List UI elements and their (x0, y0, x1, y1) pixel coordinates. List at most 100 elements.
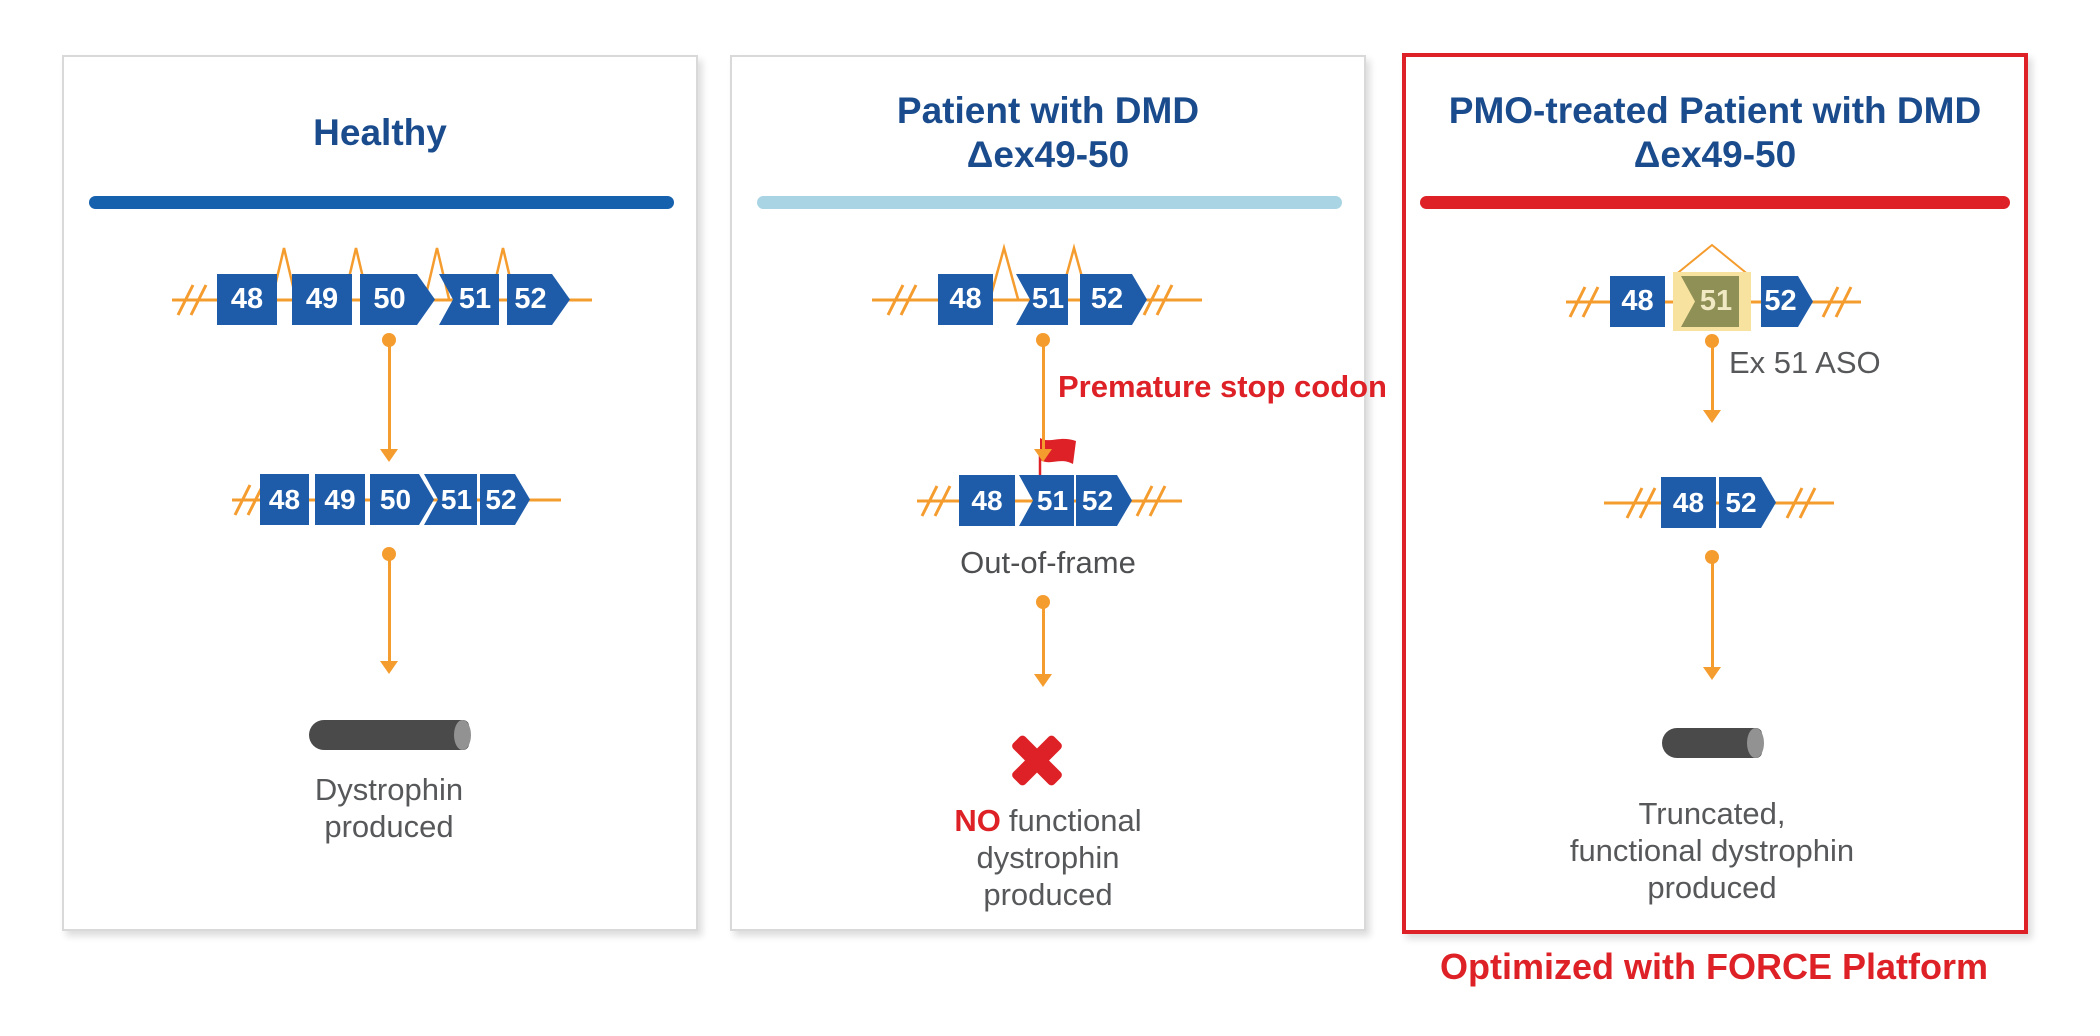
exon-box: 49 (292, 274, 352, 325)
exon-label: 52 (485, 483, 517, 515)
double-slash-icon (1638, 487, 1657, 519)
arrow-stem (1710, 557, 1714, 668)
no-emphasis: NO (954, 803, 1001, 838)
exon-label: 52 (514, 283, 547, 315)
caption-word: functional (1008, 803, 1142, 838)
double-slash-icon (1148, 485, 1167, 517)
exon-label: 50 (373, 283, 406, 315)
exon-label: 51 (440, 483, 473, 515)
double-slash-icon (1155, 284, 1174, 316)
panel-pmo-treated: PMO-treated Patient with DMD Δex49-50 48… (1402, 53, 2028, 934)
double-slash-icon (1142, 284, 1161, 316)
arrowhead-icon (380, 449, 398, 462)
double-slash-icon (899, 284, 918, 316)
rod-end-cap (454, 720, 471, 750)
healthy-caption: Dystrophin produced (189, 771, 589, 845)
panel-healthy-title: Healthy (64, 85, 696, 181)
panel-title-line: Δex49-50 (966, 134, 1130, 175)
exon-label: 50 (379, 483, 412, 515)
arrow-stem (1041, 340, 1045, 450)
cross-icon (1005, 728, 1069, 792)
exon-box: 50 (370, 474, 434, 525)
panel-dmd-title: Patient with DMD Δex49-50 (732, 85, 1364, 181)
exon-label: 48 (1621, 285, 1654, 317)
exon-box: 48 (260, 474, 309, 525)
exon-label: 52 (1725, 486, 1757, 518)
panel-title-line: PMO-treated Patient with DMD (1448, 90, 1982, 131)
exon-box: 50 (360, 274, 435, 325)
double-slash-icon (1135, 485, 1154, 517)
arrow-stem (387, 340, 391, 450)
double-slash-icon (1798, 487, 1817, 519)
caption-line: dystrophin (976, 840, 1120, 875)
double-slash-icon (1834, 286, 1853, 318)
dystrophin-rod (309, 720, 471, 750)
double-slash-icon (1581, 286, 1600, 318)
exon-label: 51 (1699, 285, 1733, 317)
exon-label: 48 (268, 483, 301, 515)
double-slash-icon (1568, 286, 1587, 318)
exon-label: 48 (949, 283, 982, 315)
exon-label: 48 (230, 283, 264, 315)
exon-label: 48 (971, 484, 1003, 516)
exon-label: 51 (458, 283, 492, 315)
exon-box: 48 (938, 274, 993, 325)
pmo-divider-bar (1420, 196, 2010, 209)
caption-line: produced (983, 877, 1113, 912)
rod-end-cap (1747, 728, 1764, 758)
arrowhead-icon (1703, 667, 1721, 680)
exon-box: 48 (959, 475, 1015, 526)
exon-label: 51 (1036, 484, 1069, 516)
caption-line: produced (324, 809, 454, 844)
panel-dmd-patient: Patient with DMD Δex49-50 48 51 (730, 55, 1387, 931)
double-slash-icon (176, 284, 195, 316)
pmo-caption: Truncated, functional dystrophin produce… (1502, 795, 1922, 906)
exon-label: 51 (1031, 283, 1065, 315)
double-slash-icon (886, 284, 905, 316)
double-slash-icon (233, 484, 252, 516)
caption-line: Dystrophin (314, 772, 464, 807)
truncated-dystrophin-rod (1662, 728, 1764, 758)
double-slash-icon (1821, 286, 1840, 318)
arrow-stem (387, 554, 391, 662)
arrow-stem (1041, 602, 1045, 675)
arrowhead-icon (380, 661, 398, 674)
arrow-stem (1710, 341, 1714, 411)
skip-caret-icon (1673, 243, 1751, 277)
exon-box: 52 (1080, 274, 1147, 325)
panel-pmo-title: PMO-treated Patient with DMD Δex49-50 (1406, 85, 2024, 181)
exon-label: 49 (324, 483, 356, 515)
panel-title-line: Healthy (313, 112, 447, 153)
exon-box: 49 (315, 474, 365, 525)
caption-line: functional dystrophin (1569, 833, 1855, 868)
arrowhead-icon (1034, 674, 1052, 687)
panel-title-line: Δex49-50 (1633, 134, 1797, 175)
aso-label: Ex 51 ASO (1729, 345, 1881, 380)
out-of-frame-label: Out-of-frame (960, 545, 1136, 580)
panel-title-line: Patient with DMD (896, 90, 1200, 131)
exon-box: 48 (1661, 477, 1716, 528)
force-platform-note: Optimized with FORCE Platform (1439, 946, 1988, 987)
caption-line: produced (1647, 870, 1777, 905)
double-slash-icon (189, 284, 208, 316)
healthy-divider-bar (89, 196, 674, 209)
double-slash-icon (1625, 487, 1644, 519)
caption-line: Truncated, (1638, 796, 1786, 831)
premature-stop-codon-label: Premature stop codon (1058, 369, 1387, 404)
double-slash-icon (920, 485, 939, 517)
exon-label: 52 (1081, 484, 1114, 516)
exon-box: 48 (1610, 276, 1665, 327)
exon-label: 48 (1672, 486, 1705, 518)
double-slash-icon (1785, 487, 1804, 519)
exon-box: 48 (217, 274, 277, 325)
exon-label: 52 (1764, 285, 1797, 317)
splice-caret-icon (988, 243, 1020, 300)
arrowhead-icon (1703, 410, 1721, 423)
exon-label: 49 (305, 283, 339, 315)
double-slash-icon (933, 485, 952, 517)
dmd-divider-bar (757, 196, 1342, 209)
exon-label: 52 (1090, 283, 1124, 315)
